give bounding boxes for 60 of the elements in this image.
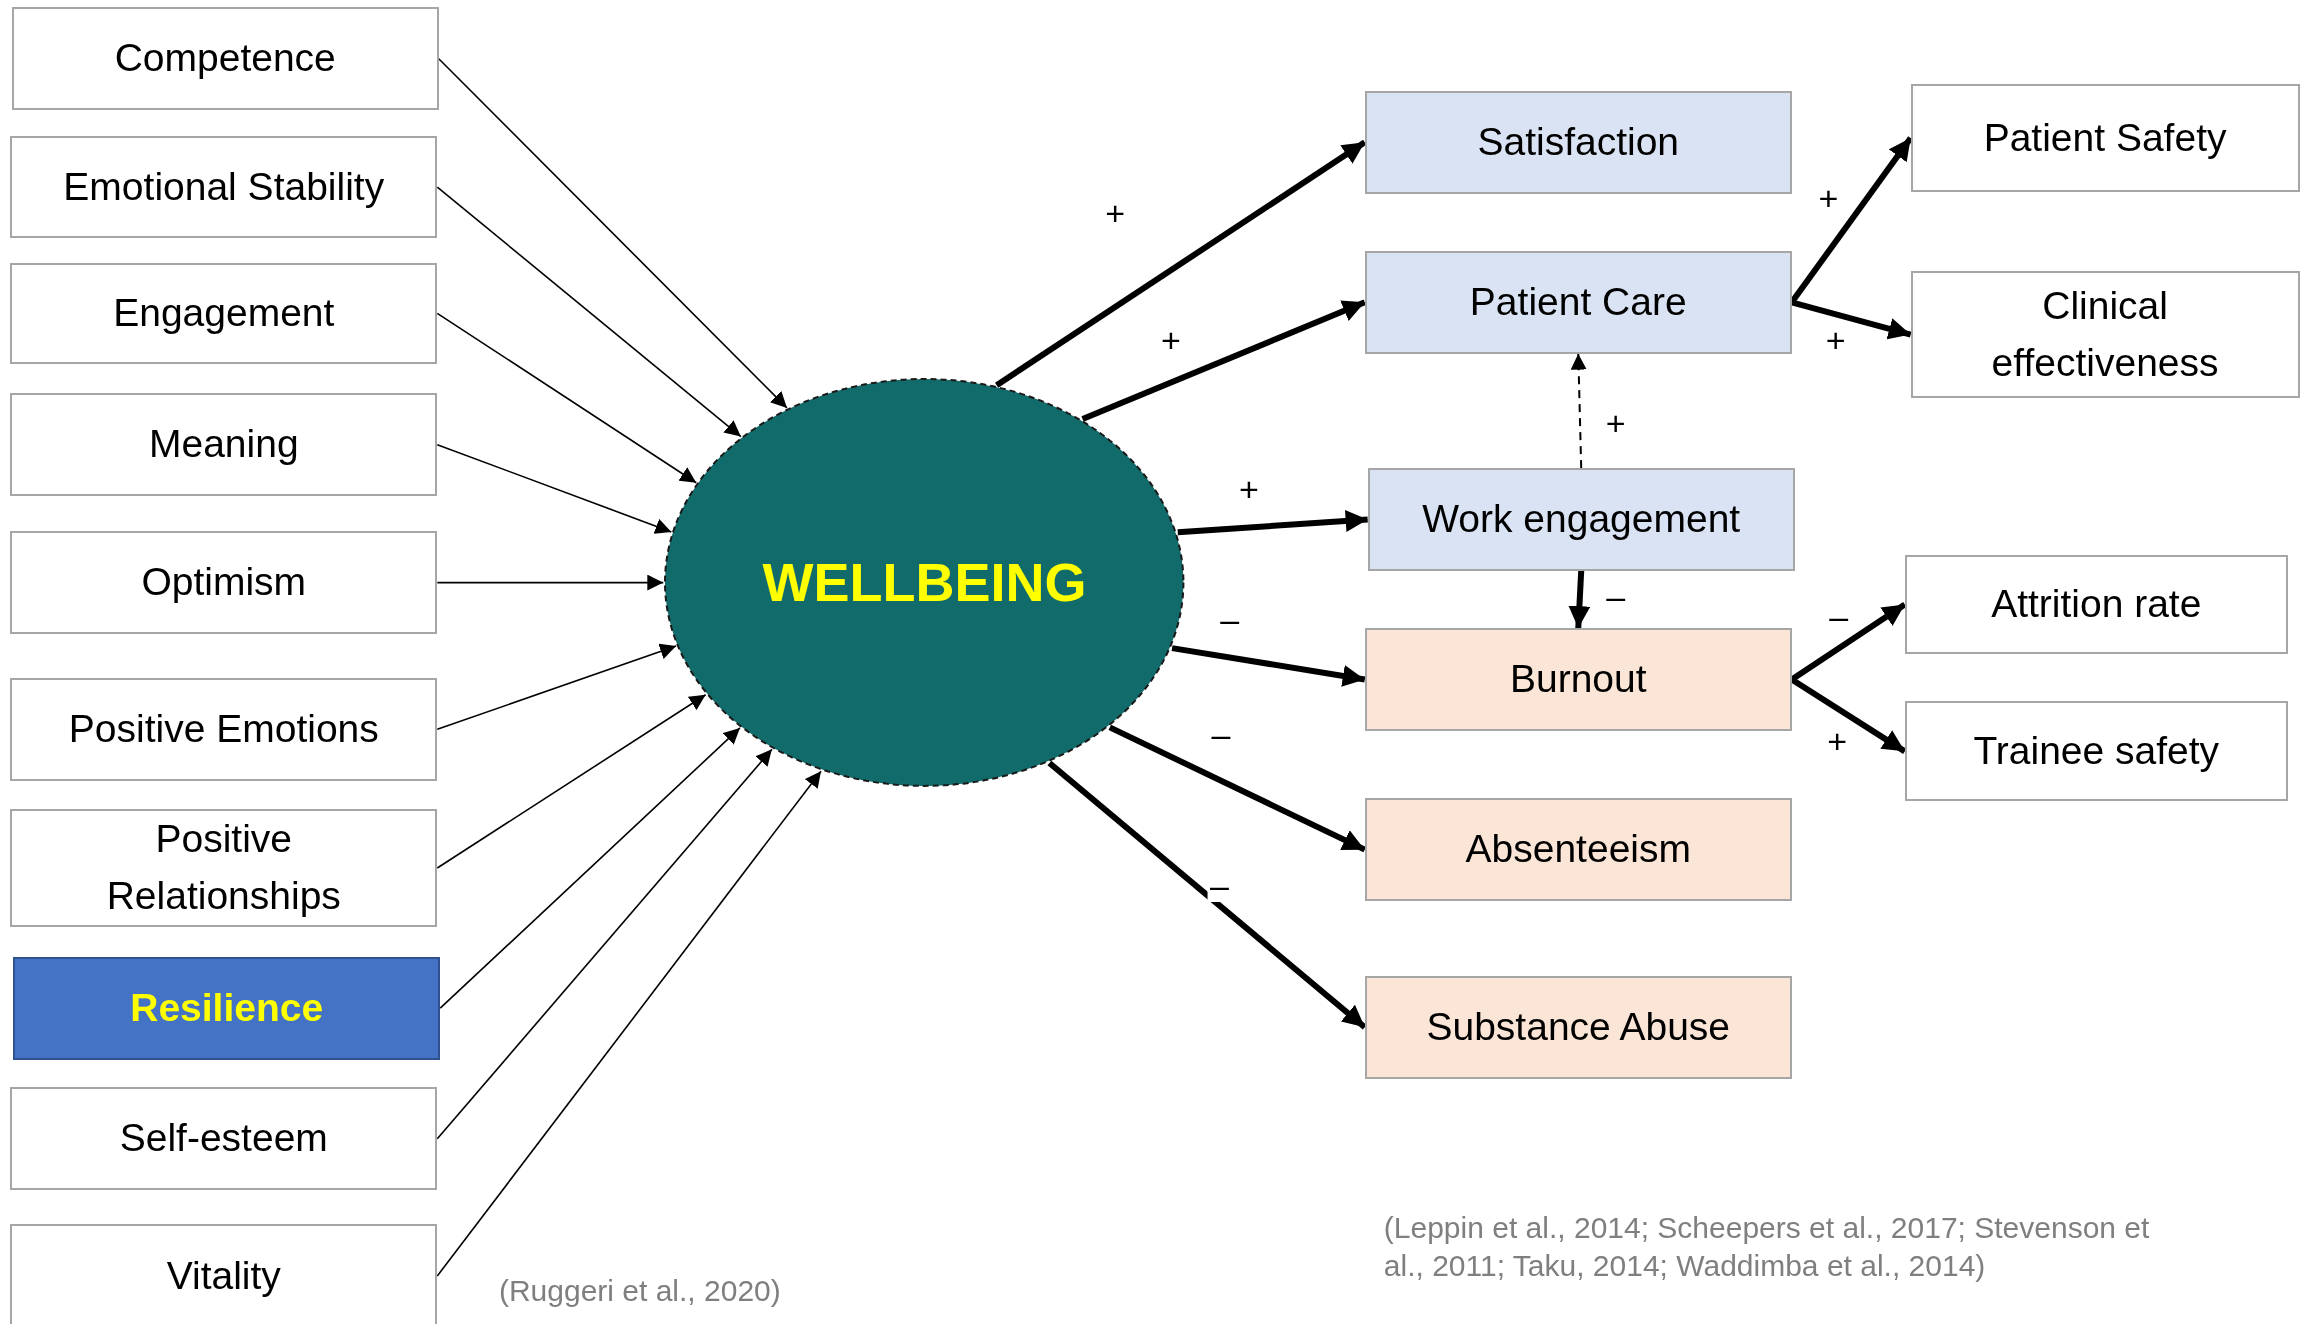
- process-box: [1910, 271, 2300, 398]
- arrow: [436, 443, 673, 534]
- arrow: [436, 770, 822, 1277]
- node-label: Work engagement: [1421, 496, 1742, 543]
- process-box: [10, 677, 438, 781]
- arrow: [436, 693, 707, 869]
- process-box: [13, 956, 441, 1060]
- node-label: Attrition rate: [1990, 581, 2203, 628]
- process-box: [1904, 701, 2288, 802]
- process-box: [1364, 798, 1792, 901]
- process-box: [10, 1087, 438, 1191]
- node-label: Patient Care: [1468, 279, 1688, 325]
- node-label: WELLBEING: [761, 551, 1088, 615]
- arrow: [1171, 645, 1366, 687]
- arrow: [1568, 570, 1591, 629]
- node-label: Optimism: [140, 559, 308, 606]
- node-label: Absenteeism: [1464, 826, 1692, 873]
- node-label: Self-esteem: [118, 1115, 329, 1162]
- process-box: [1364, 628, 1792, 731]
- process-box: [1364, 975, 1792, 1079]
- process-box: [1910, 83, 2300, 193]
- node-label: Patient Safety: [1982, 114, 2228, 161]
- node-label: Vitality: [165, 1252, 282, 1299]
- process-box: [10, 1223, 438, 1324]
- node-label: Competence: [113, 35, 337, 82]
- citation-note: (Leppin et al., 2014; Scheepers et al., 2017; Stevenson et al., 2011; Taku, 2014; Waddimba et al., 2014): [1383, 1210, 2151, 1284]
- process-box: [1364, 250, 1792, 354]
- process-box: [1367, 468, 1795, 571]
- ellipse-node: [663, 377, 1186, 789]
- node-label: Emotional Stability: [62, 163, 386, 210]
- node-label: Engagement: [112, 290, 336, 336]
- arrow: [436, 748, 773, 1140]
- process-box: [1904, 554, 2288, 655]
- arrow: [439, 727, 741, 1009]
- process-box: [10, 136, 438, 238]
- node-label: Satisfaction: [1476, 119, 1681, 166]
- node-label: Positive Emotions: [67, 706, 380, 753]
- node-label: Burnout: [1508, 656, 1648, 703]
- node-label: Positive Relationships: [105, 816, 342, 919]
- arrow: [436, 312, 698, 484]
- node-label: Meaning: [147, 421, 300, 468]
- dashed-arrow: [1570, 352, 1587, 470]
- node-label: Substance Abuse: [1425, 1003, 1732, 1050]
- process-box: [10, 262, 438, 364]
- arrow: [436, 186, 742, 438]
- process-box: [10, 393, 438, 496]
- process-box: [1364, 90, 1792, 194]
- process-box: [11, 7, 439, 111]
- citation-note: (Ruggeri et al., 2020): [498, 1273, 782, 1310]
- process-box: [10, 808, 438, 928]
- arrow: [1791, 299, 1912, 340]
- arrow: [437, 57, 788, 409]
- arrow: [1177, 510, 1368, 536]
- node-label: Clinical effectiveness: [1990, 283, 2220, 386]
- node-label: Resilience: [129, 984, 325, 1031]
- arrow: [436, 574, 665, 591]
- arrow: [1081, 299, 1366, 422]
- arrow: [436, 643, 677, 731]
- node-label: Trainee safety: [1972, 728, 2221, 775]
- process-box: [10, 531, 438, 634]
